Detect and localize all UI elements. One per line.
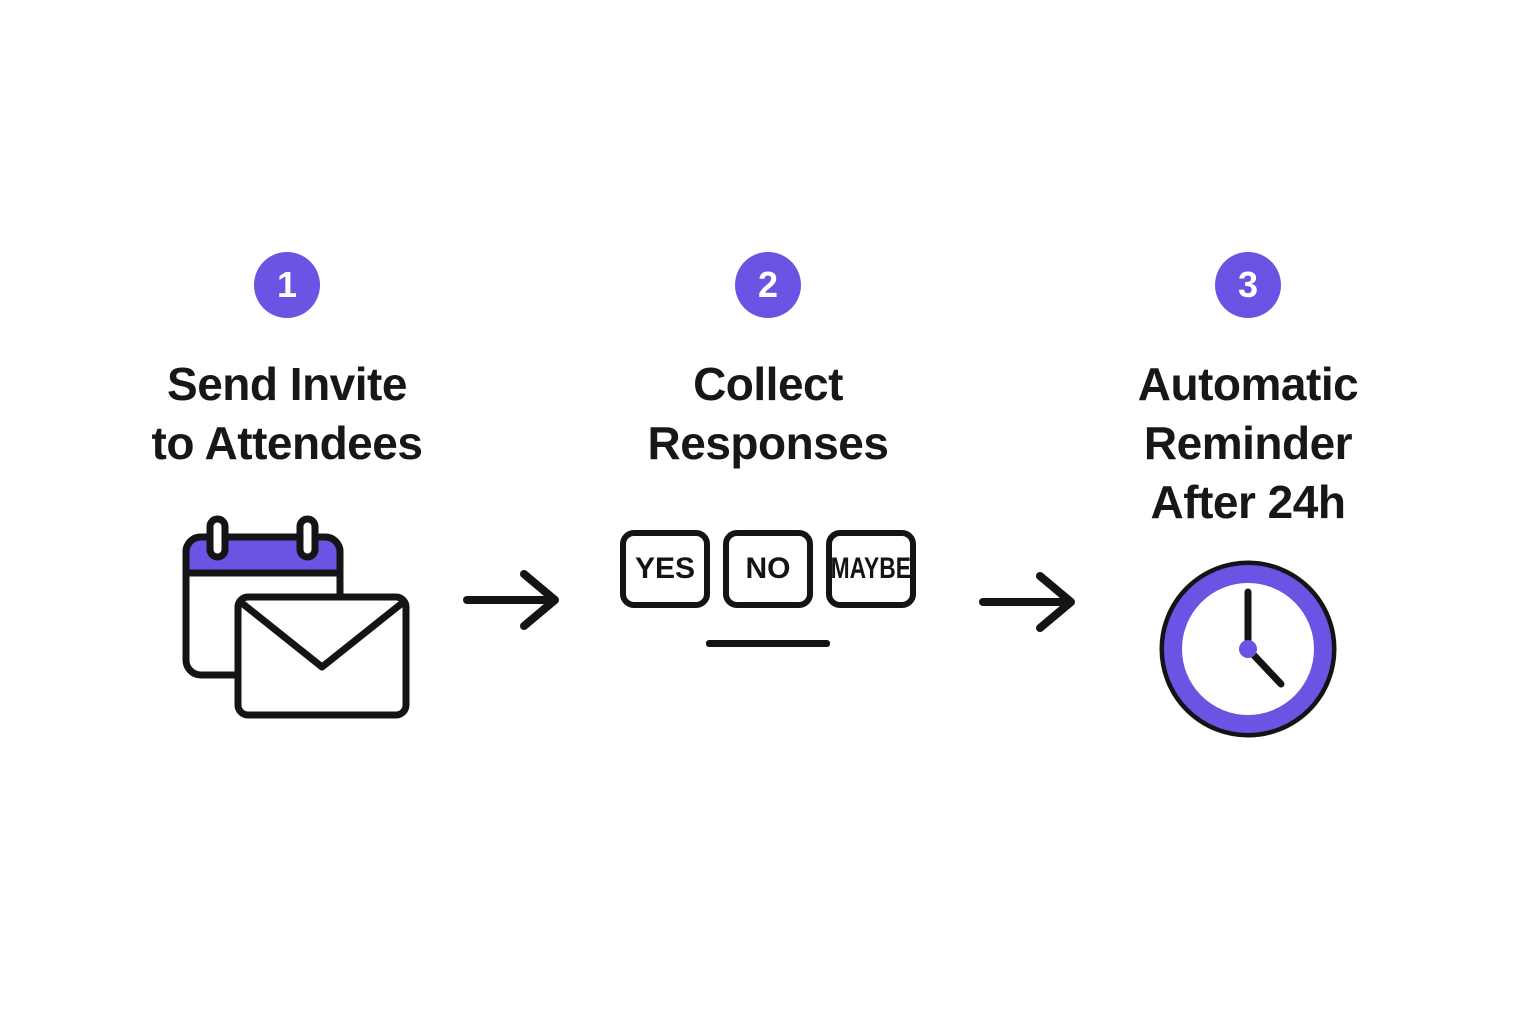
no-option-box: NO — [723, 530, 813, 608]
step-number-badge: 1 — [254, 252, 320, 318]
step-collect-responses: 2 Collect Responses YES NO MAYBE — [548, 252, 988, 647]
step-title-line: Send Invite — [167, 358, 407, 410]
step-send-invite: 1 Send Invite to Attendees — [67, 252, 507, 730]
calendar-envelope-icon — [180, 515, 410, 730]
step-title-line: After 24h — [1150, 476, 1346, 528]
right-arrow-icon — [462, 570, 562, 630]
clock-icon — [1156, 557, 1340, 746]
underline-divider — [706, 640, 830, 647]
step-automatic-reminder: 3 Automatic Reminder After 24h — [1028, 252, 1468, 746]
step-number-badge: 2 — [735, 252, 801, 318]
no-option-label: NO — [745, 552, 791, 585]
step-title-line: Reminder — [1143, 417, 1353, 469]
step-title-line: Automatic — [1137, 358, 1359, 410]
step-title-line: to Attendees — [151, 417, 423, 469]
maybe-option-box: MAYBE — [826, 530, 916, 608]
yes-option-label: YES — [634, 552, 696, 585]
step-title: Send Invite to Attendees — [152, 355, 423, 473]
step-number-text: 3 — [1237, 264, 1259, 305]
step-title-line: Responses — [647, 417, 889, 469]
step-number-text: 2 — [757, 264, 779, 305]
step-title: Automatic Reminder After 24h — [1137, 355, 1359, 532]
step-title-line: Collect — [693, 358, 843, 410]
yes-option-box: YES — [620, 530, 710, 608]
right-arrow-icon — [978, 572, 1078, 632]
maybe-option-label: MAYBE — [830, 552, 912, 585]
step-number-text: 1 — [276, 264, 298, 305]
step-number-badge: 3 — [1215, 252, 1281, 318]
response-boxes-row: YES NO MAYBE — [620, 530, 916, 608]
response-options-icon: YES NO MAYBE — [620, 530, 916, 647]
step-title: Collect Responses — [648, 355, 889, 473]
